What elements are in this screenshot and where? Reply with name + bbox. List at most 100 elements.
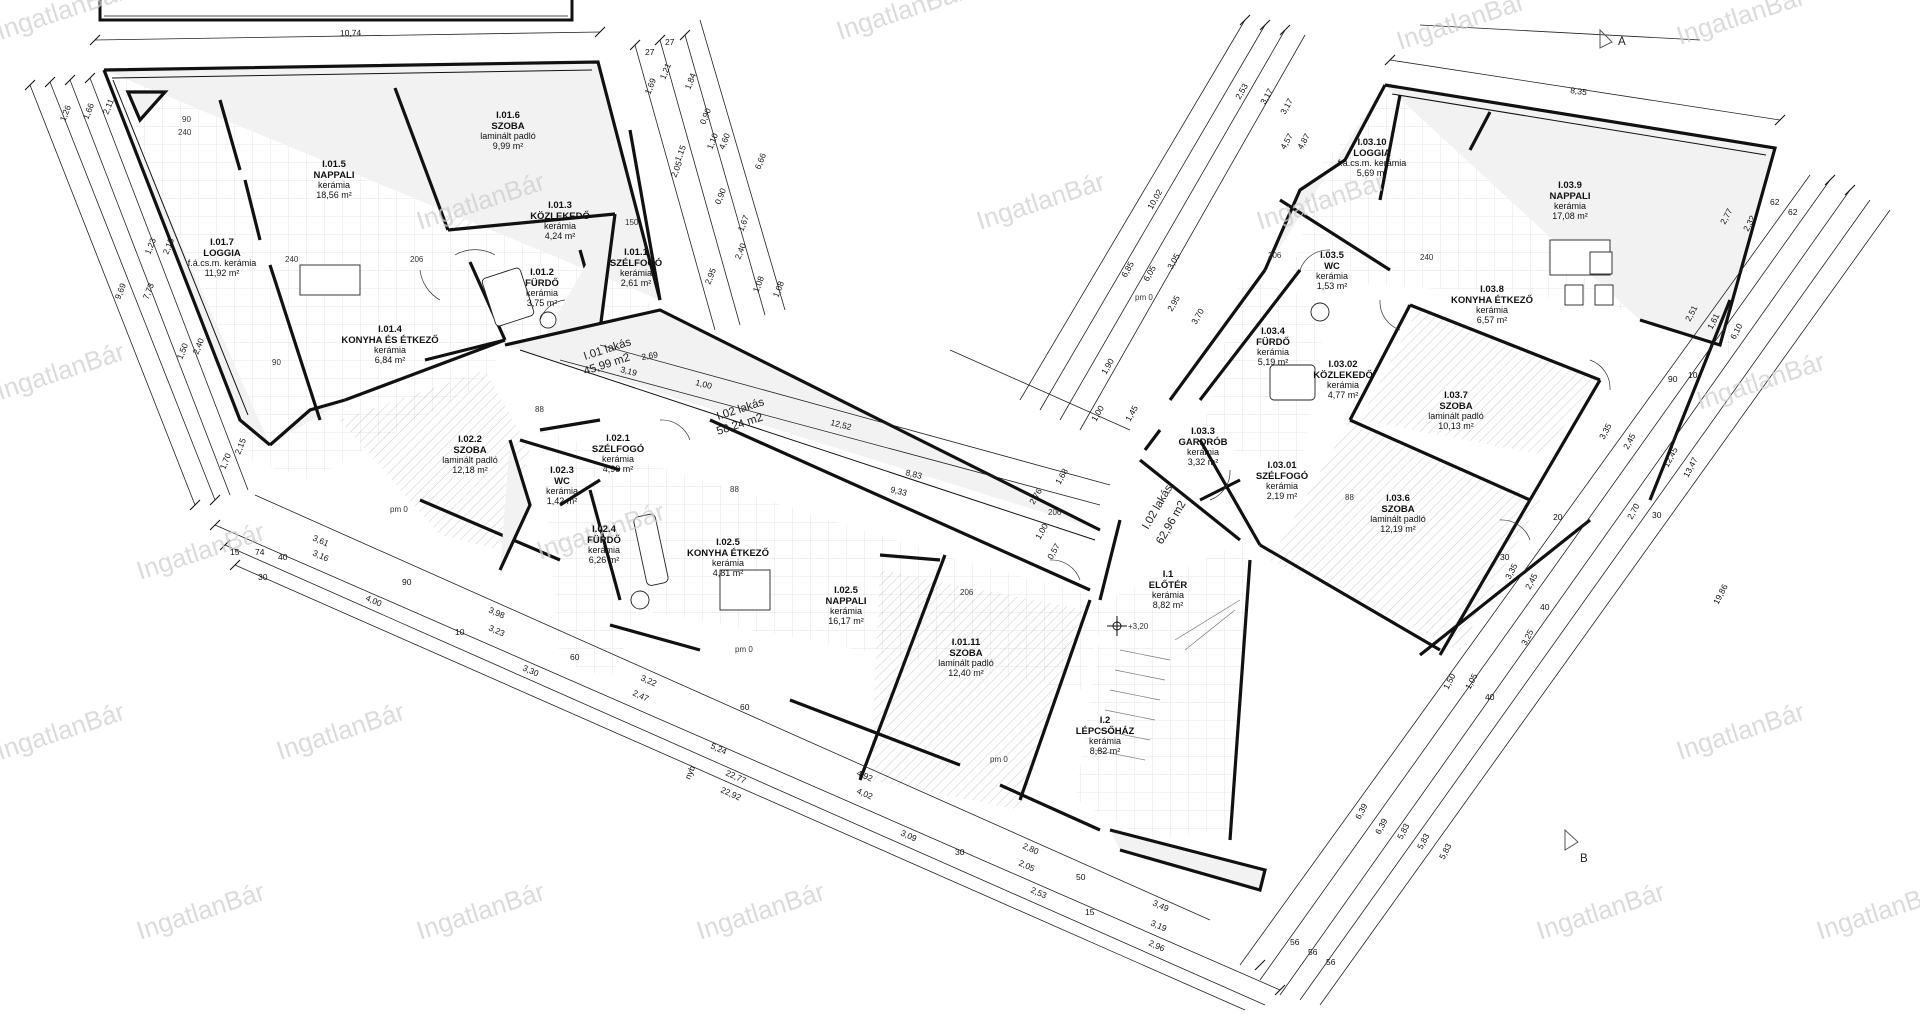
dim-text: 3,35 (1597, 421, 1614, 441)
dim-text: 30 (1652, 510, 1662, 520)
svg-text:kerámia: kerámia (620, 268, 652, 278)
dim-text: 30 (1500, 552, 1510, 562)
dim-text: 4,87 (1295, 131, 1312, 151)
dim-text: 2,11 (101, 97, 116, 116)
svg-text:I.02.1: I.02.1 (606, 433, 630, 444)
dim-text: 10,74 (340, 28, 362, 38)
dim-text: 40 (1540, 602, 1550, 612)
dim-text: 3,16 (311, 548, 330, 564)
svg-text:12,19 m²: 12,19 m² (1380, 524, 1416, 534)
svg-text:2,19 m²: 2,19 m² (1267, 491, 1298, 501)
fixtures (299, 239, 1614, 611)
dim-text: 1,08 (751, 274, 767, 293)
svg-text:17,08 m²: 17,08 m² (1552, 211, 1588, 221)
dim-text: 1,50 (175, 341, 191, 360)
dim-text: 62 (1788, 207, 1798, 217)
dim-text: 6,66 (753, 151, 769, 170)
svg-text:I.01.11: I.01.11 (952, 637, 981, 648)
dim-text: 0,90 (713, 186, 729, 205)
dim-text: 1,00 (1089, 403, 1106, 423)
dim-text: 3,17 (1278, 96, 1295, 116)
wall-mark: 88 (730, 485, 739, 494)
dim-text: 60 (570, 652, 580, 662)
svg-text:KÖZLEKEDŐ: KÖZLEKEDŐ (1313, 369, 1373, 381)
svg-text:kerámia: kerámia (1327, 380, 1359, 390)
floor-finishes (112, 70, 1770, 840)
dim-text: 3,17 (1258, 86, 1275, 106)
svg-text:6,26 m²: 6,26 m² (589, 555, 620, 565)
svg-text:I.02.5: I.02.5 (834, 585, 858, 596)
dim-text: 3,23 (487, 623, 506, 639)
svg-text:f.á.cs.m. kerámia: f.á.cs.m. kerámia (188, 258, 257, 268)
dim-text: 13,47 (1681, 455, 1700, 479)
svg-text:1,53 m²: 1,53 m² (1317, 281, 1348, 291)
dim-text: 2,95 (1165, 293, 1182, 313)
svg-text:SZÉLFOGÓ: SZÉLFOGÓ (610, 257, 662, 269)
svg-text:kerámia: kerámia (1316, 271, 1348, 281)
svg-text:kerámia: kerámia (544, 221, 576, 231)
svg-text:f.á.cs.m. kerámia: f.á.cs.m. kerámia (1338, 158, 1407, 168)
svg-text:SZOBA: SZOBA (949, 648, 982, 659)
dim-text: 1,00 (695, 377, 714, 391)
dim-text: 1,08 (771, 279, 787, 298)
svg-text:9,99 m²: 9,99 m² (493, 141, 524, 151)
dim-text: 4,60 (717, 131, 733, 150)
dim-text: 2,45 (1523, 571, 1540, 591)
dim-text: 1,70 (218, 451, 234, 470)
wall-mark: 240 (178, 128, 192, 137)
wall-mark: 240 (285, 255, 299, 264)
svg-text:11,92 m²: 11,92 m² (205, 268, 240, 278)
svg-text:FÜRDŐ: FÜRDŐ (587, 534, 621, 546)
staircase (1094, 599, 1241, 761)
svg-text:5,19 m²: 5,19 m² (1258, 357, 1289, 367)
dim-text: 3,09 (899, 828, 918, 844)
dim-text: 15 (230, 547, 240, 557)
watermark: IngatlanBár (133, 516, 269, 586)
watermark: IngatlanBár (1673, 0, 1809, 51)
svg-text:I.02.3: I.02.3 (550, 465, 574, 476)
dim-text: 30 (955, 847, 965, 857)
dim-text: 1,68 (1053, 466, 1070, 486)
dim-text: 1,66 (81, 101, 97, 120)
svg-text:SZOBA: SZOBA (491, 121, 524, 132)
svg-text:4,77 m²: 4,77 m² (1328, 390, 1359, 400)
dim-text: 1,45 (1123, 403, 1140, 423)
svg-text:I.03.10: I.03.10 (1357, 137, 1386, 148)
dim-text: 4,57 (1278, 131, 1295, 151)
watermark: IngatlanBár (1673, 696, 1809, 766)
svg-text:I.03.4: I.03.4 (1261, 326, 1285, 337)
wall-mark: 90 (182, 115, 191, 124)
wall-mark: 88 (535, 405, 544, 414)
dim-text: 60 (740, 702, 750, 712)
svg-text:I.03.9: I.03.9 (1558, 180, 1582, 191)
svg-text:16,17 m²: 16,17 m² (828, 616, 864, 626)
svg-text:LOGGIA: LOGGIA (203, 248, 241, 259)
svg-text:ELŐTÉR: ELŐTÉR (1149, 579, 1188, 591)
wall-marks: 240 90 240 90 150 206 88 88 206 206 206 … (178, 115, 1434, 764)
dim-text: 12,45 (1661, 445, 1680, 469)
wall-mark: pm 0 (1135, 293, 1153, 302)
dim-text: 3,05 (1165, 251, 1182, 271)
svg-text:laminált padló: laminált padló (1428, 411, 1484, 421)
dim-text: 8,35 (1570, 85, 1588, 97)
dim-text: 6,39 (1373, 816, 1390, 836)
svg-text:5,69 m²: 5,69 m² (1357, 168, 1388, 178)
dim-text: 90 (402, 577, 412, 587)
dim-text: 5,24 (709, 741, 728, 757)
svg-text:kerámia: kerámia (546, 486, 578, 496)
dim-text: 2,40 (733, 241, 749, 260)
svg-text:KÖZLEKEDŐ: KÖZLEKEDŐ (530, 210, 590, 222)
dim-text: 3,19 (620, 364, 639, 378)
dim-text: 90 (1668, 374, 1678, 384)
svg-text:kerámia: kerámia (1152, 590, 1184, 600)
svg-text:kerámia: kerámia (1257, 347, 1289, 357)
svg-text:6,84 m²: 6,84 m² (375, 355, 406, 365)
